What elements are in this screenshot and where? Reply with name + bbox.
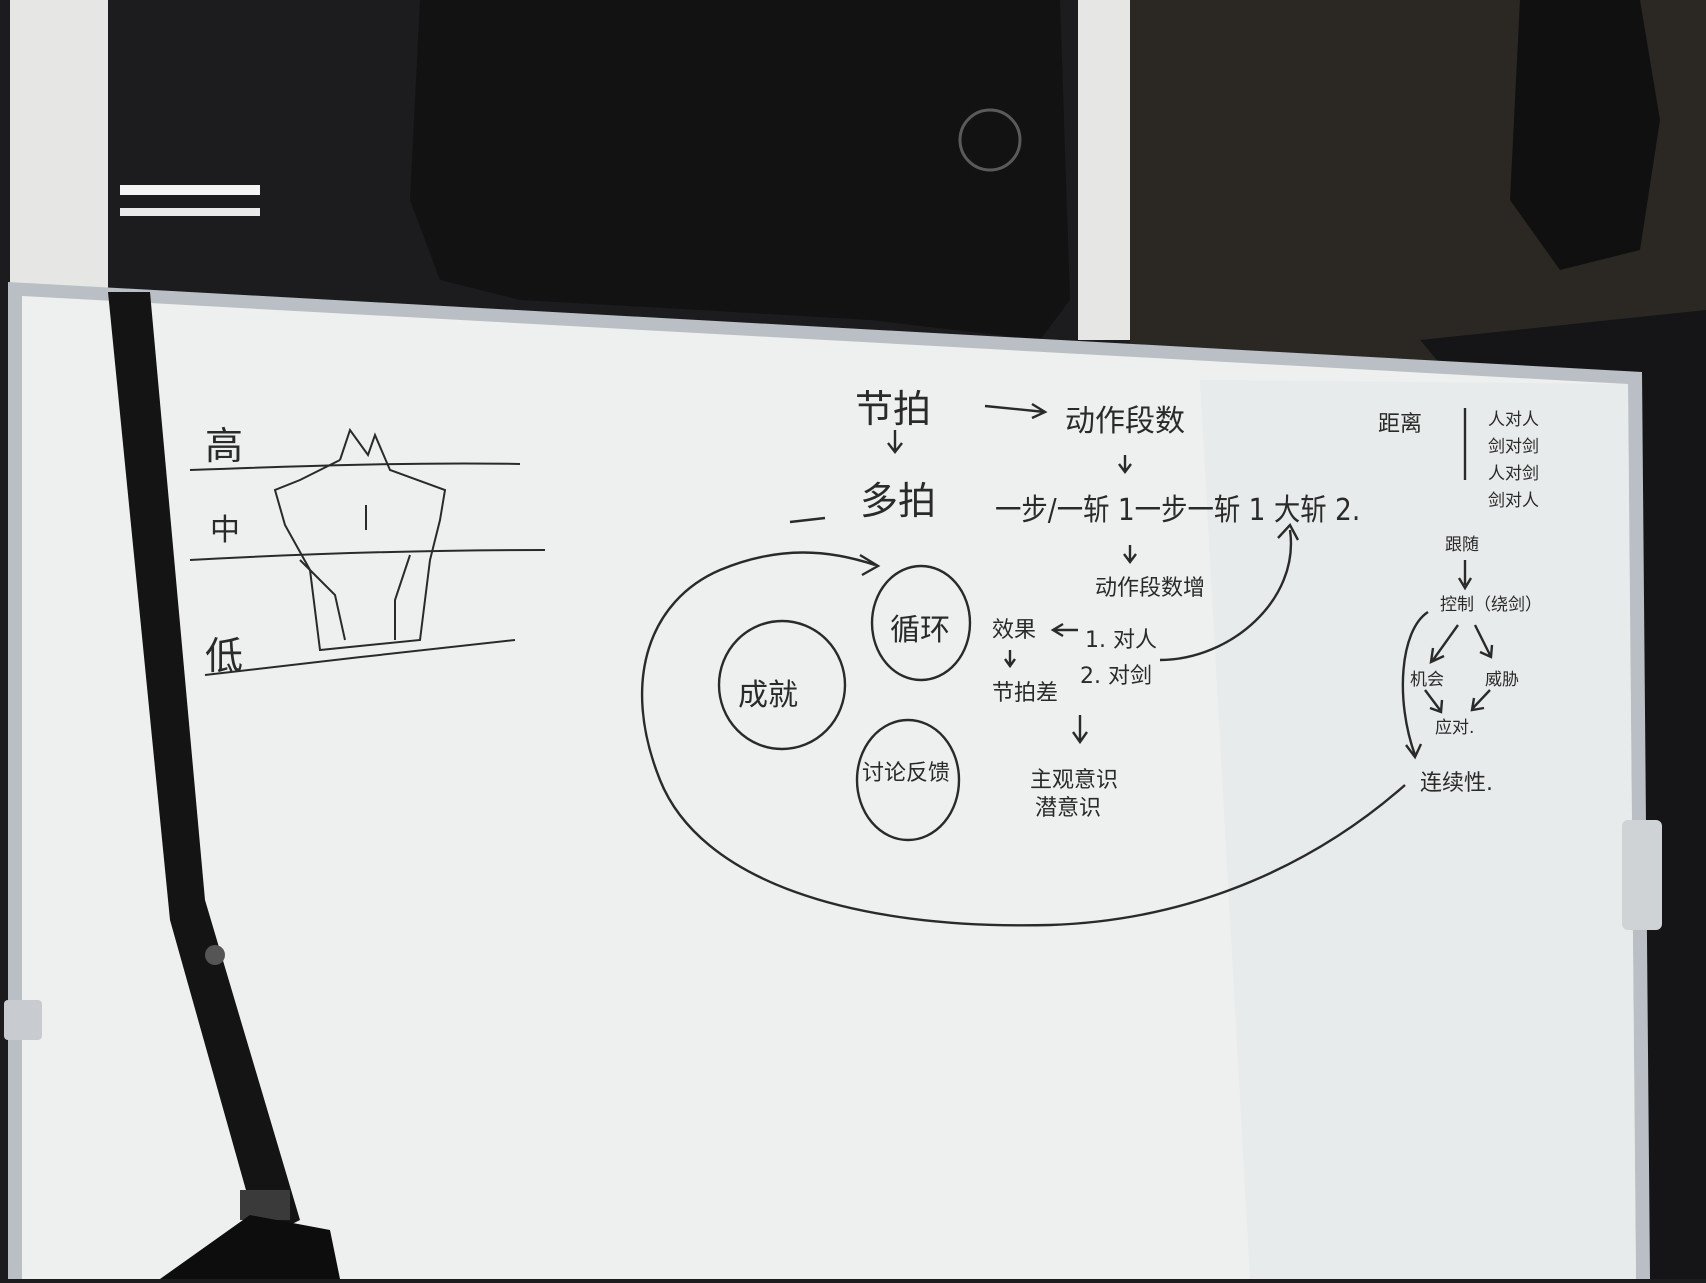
- white-post-right: [1078, 0, 1130, 340]
- subconscious-label: 潜意识: [1035, 796, 1102, 821]
- board-hinge: [4, 1000, 42, 1040]
- level-low-label: 低: [205, 634, 244, 678]
- beat-diff-label: 节拍差: [992, 681, 1059, 706]
- jacket-logo: [958, 108, 1022, 172]
- feedback-label: 讨论反馈: [862, 761, 951, 786]
- arrow-diag: [1473, 624, 1494, 659]
- level-high-label: 高: [205, 424, 244, 468]
- hanging-bag: [1510, 0, 1660, 270]
- threat-label: 威胁: [1485, 670, 1519, 690]
- arrow-left: [1050, 622, 1078, 638]
- hanging-jackets: [410, 0, 1070, 340]
- loop-label: 循环: [890, 613, 950, 648]
- success-label: 成就: [738, 678, 798, 713]
- opportunity-label: 机会: [1410, 670, 1444, 690]
- sequence-label: 一步/一斩 1一步一斩 1 大斩 2.: [995, 493, 1361, 528]
- bag-strap: [108, 292, 300, 1240]
- board-clip: [1622, 820, 1662, 930]
- level-line-high: [189, 462, 521, 471]
- arrow-diag: [1470, 689, 1491, 712]
- success-circle: [717, 619, 847, 751]
- multi-beat-label: 多拍: [860, 479, 937, 523]
- loop-circle: [870, 564, 972, 682]
- torso-detail: [394, 554, 411, 640]
- arrow-down: [1072, 715, 1088, 745]
- ceiling-light: [120, 185, 260, 195]
- white-post-left: [10, 0, 108, 300]
- curve-to-continuity: [1401, 610, 1429, 760]
- pair-person-sword: 人对剑: [1488, 464, 1539, 484]
- arrow-down: [1457, 560, 1473, 591]
- arrow-to-action: [984, 404, 1046, 414]
- conscious-label: 主观意识: [1030, 768, 1119, 793]
- torso-detail: [299, 559, 346, 641]
- distance-label: 距离: [1378, 412, 1423, 437]
- beat-label: 节拍: [855, 387, 932, 431]
- arrow-head: [859, 553, 881, 577]
- dash-mark: [789, 516, 826, 524]
- bag: [160, 1215, 340, 1279]
- level-line-low: [204, 639, 516, 676]
- response-label: 应对.: [1435, 718, 1475, 738]
- arrow-head: [1031, 402, 1048, 420]
- pair-sword-sword: 剑对剑: [1488, 437, 1539, 457]
- arrow-head: [1277, 522, 1300, 541]
- arrow-diag: [1424, 689, 1444, 714]
- effect-item-sword: 2. 对剑: [1080, 664, 1152, 689]
- continuity-label: 连续性.: [1420, 771, 1493, 796]
- control-label: 控制（绕剑）: [1440, 595, 1542, 615]
- strap-ring: [205, 945, 225, 965]
- action-increase-label: 动作段数增: [1095, 576, 1206, 601]
- feedback-circle: [855, 718, 961, 842]
- pair-sword-person: 剑对人: [1488, 491, 1539, 511]
- effect-label: 效果: [992, 618, 1037, 643]
- torso-sketch: [273, 427, 447, 652]
- arrow-diag: [1429, 624, 1459, 665]
- return-curve: [1159, 529, 1293, 662]
- effect-item-person: 1. 对人: [1085, 628, 1157, 653]
- big-loop-arrow: [640, 551, 1406, 927]
- arrow-down: [1118, 455, 1132, 474]
- strap-buckle: [240, 1190, 290, 1220]
- level-mid-label: 中: [210, 513, 240, 548]
- board-shade: [1200, 380, 1636, 1279]
- action-count-label: 动作段数: [1065, 404, 1185, 439]
- level-line-mid: [189, 549, 546, 561]
- follow-label: 跟随: [1445, 535, 1479, 555]
- arrow-down: [1123, 545, 1137, 564]
- ceiling-light: [120, 208, 260, 216]
- pair-person-person: 人对人: [1488, 410, 1539, 430]
- arrow-down: [887, 430, 903, 454]
- arrow-down: [1004, 650, 1016, 669]
